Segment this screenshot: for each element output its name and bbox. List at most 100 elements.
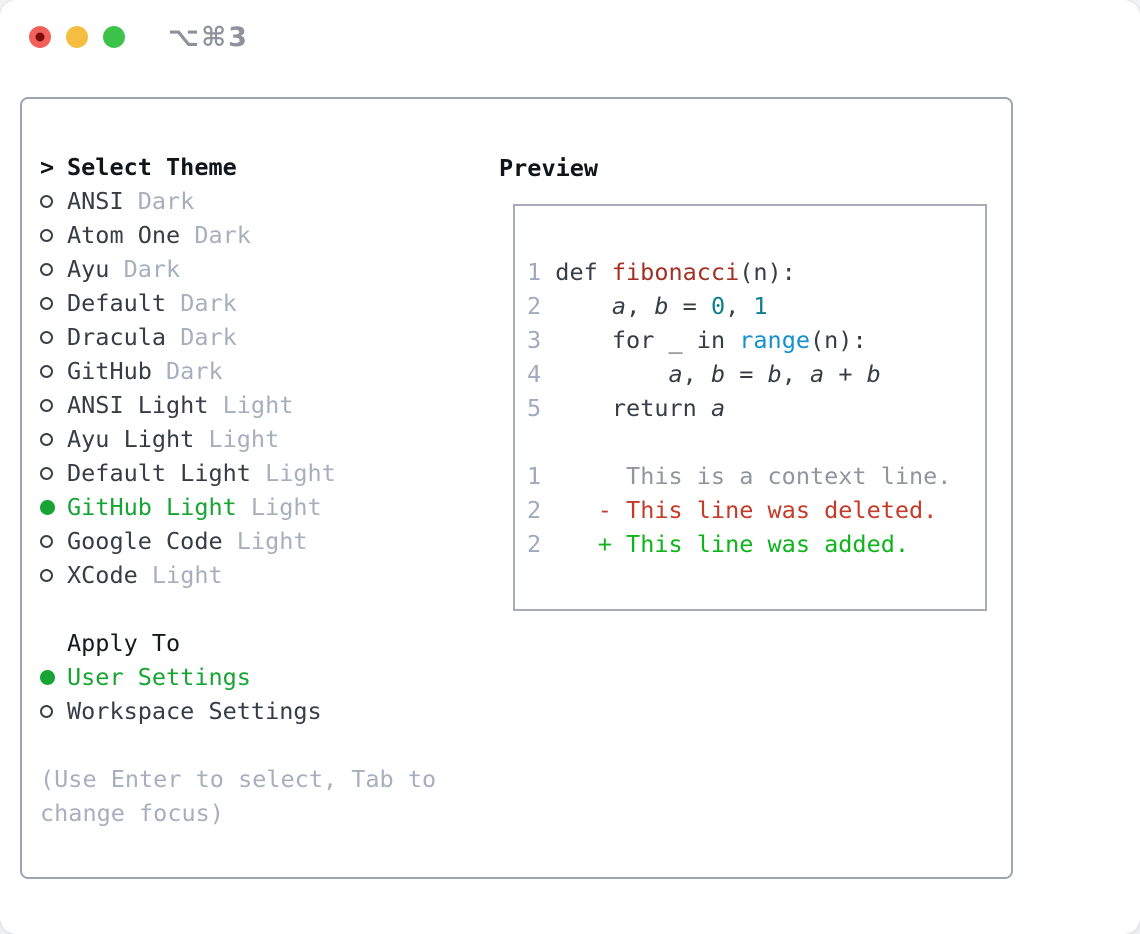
item-label: Ayu Light <box>67 425 195 453</box>
titlebar: ⌥⌘3 <box>0 0 1140 70</box>
theme-option-ansi-light[interactable]: ANSI Light Light <box>40 388 500 422</box>
item-variant-badge: Light <box>208 391 294 419</box>
item-variant-badge: Light <box>137 561 223 589</box>
code-segment-ln: 1 <box>527 258 556 286</box>
item-label: Ayu <box>67 255 110 283</box>
theme-option-ansi[interactable]: ANSI Dark <box>40 184 500 218</box>
spacer <box>40 728 500 762</box>
code-line: 4 a, b = b, a + b <box>527 357 985 391</box>
item-label: XCode <box>67 561 138 589</box>
theme-option-github[interactable]: GitHub Dark <box>40 354 500 388</box>
item-label: Google Code <box>67 527 223 555</box>
radio-unselected-icon <box>40 432 53 446</box>
code-segment-pl: + <box>824 360 867 388</box>
theme-option-dracula[interactable]: Dracula Dark <box>40 320 500 354</box>
item-label: GitHub Light <box>67 493 237 521</box>
theme-option-github-light[interactable]: GitHub Light Light <box>40 490 500 524</box>
code-line: 5 return a <box>527 391 985 425</box>
theme-option-atom-one[interactable]: Atom One Dark <box>40 218 500 252</box>
window-shortcut-label: ⌥⌘3 <box>168 22 249 53</box>
radio-unselected-icon <box>40 398 53 412</box>
code-segment-num: 1 <box>753 292 768 320</box>
radio-unselected-icon <box>40 296 53 310</box>
item-label: Default <box>67 289 167 317</box>
code-segment-pl <box>541 462 626 490</box>
radio-unselected-icon <box>40 466 53 480</box>
radio-unselected-icon <box>40 228 53 242</box>
item-variant-badge: Dark <box>166 323 237 351</box>
code-segment-ln: 2 <box>527 496 542 524</box>
code-segment-pl <box>541 292 612 320</box>
code-segment-id: a <box>611 292 627 320</box>
radio-selected-icon <box>40 669 55 685</box>
code-segment-pl <box>541 360 668 388</box>
item-label: Dracula <box>67 323 167 351</box>
code-segment-pl: def <box>555 258 612 286</box>
theme-option-default-light[interactable]: Default Light Light <box>40 456 500 490</box>
code-segment-bi: range <box>739 326 810 354</box>
radio-unselected-icon <box>40 330 53 344</box>
select-theme-heading: > Select Theme <box>40 150 500 184</box>
code-line: 2 + This line was added. <box>527 527 985 561</box>
item-label: GitHub <box>67 357 152 385</box>
theme-option-ayu-light[interactable]: Ayu Light Light <box>40 422 500 456</box>
theme-option-xcode[interactable]: XCode Light <box>40 558 500 592</box>
code-segment-id: a <box>668 360 683 388</box>
code-segment-ln: 2 <box>527 292 542 320</box>
code-segment-pl <box>541 326 612 354</box>
code-segment-pl <box>541 394 612 422</box>
item-variant-badge: Dark <box>151 357 223 385</box>
code-segment-pl: , <box>781 360 811 388</box>
code-segment-ln: 2 <box>527 530 542 558</box>
code-line: 1 def fibonacci(n): <box>527 255 985 289</box>
focus-caret-icon: > <box>40 153 55 181</box>
code-segment-ctx: This is a context line. <box>626 462 952 490</box>
code-segment-pl: for _ in <box>611 326 740 354</box>
code-segment-id: b <box>710 360 726 388</box>
item-variant-badge: Light <box>194 425 280 453</box>
code-segment-fn: fibonacci <box>611 258 740 286</box>
code-line <box>527 425 985 459</box>
zoom-button[interactable] <box>103 26 125 48</box>
radio-unselected-icon <box>40 568 53 582</box>
select-theme-title: Select Theme <box>67 153 237 181</box>
apply-option-workspace-settings[interactable]: Workspace Settings <box>40 694 500 728</box>
item-variant-badge: Light <box>250 459 336 487</box>
code-segment-ln: 4 <box>527 360 542 388</box>
item-variant-badge: Dark <box>180 221 251 249</box>
code-segment-pl <box>541 496 598 524</box>
code-segment-id: a <box>810 360 825 388</box>
code-line: 3 for _ in range(n): <box>527 323 985 357</box>
item-variant-badge: Light <box>222 527 308 555</box>
code-line: 1 This is a context line. <box>527 459 985 493</box>
radio-unselected-icon <box>40 194 53 208</box>
item-variant-badge: Dark <box>109 255 181 283</box>
hint-line: change focus) <box>40 799 224 827</box>
code-line: 2 - This line was deleted. <box>527 493 985 527</box>
code-segment-pl: (n): <box>739 258 796 286</box>
item-label: Default Light <box>67 459 251 487</box>
minimize-button[interactable] <box>66 26 88 48</box>
apply-option-user-settings[interactable]: User Settings <box>40 660 500 694</box>
theme-option-google-code[interactable]: Google Code Light <box>40 524 500 558</box>
item-variant-badge: Dark <box>123 187 195 215</box>
code-segment-id: b <box>866 360 881 388</box>
radio-unselected-icon <box>40 534 53 548</box>
code-segment-pl: = <box>668 292 711 320</box>
code-segment-id: a <box>710 394 726 422</box>
theme-option-ayu[interactable]: Ayu Dark <box>40 252 500 286</box>
code-segment-ln: 3 <box>527 326 542 354</box>
code-segment-ln: 1 <box>527 462 542 490</box>
code-segment-pl: , <box>682 360 711 388</box>
code-segment-pl: (n): <box>810 326 867 354</box>
theme-option-default[interactable]: Default Dark <box>40 286 500 320</box>
close-button[interactable] <box>29 26 51 48</box>
code-segment-pl: , <box>626 292 655 320</box>
code-segment-del: - This line was deleted. <box>597 496 938 524</box>
item-label: ANSI Light <box>67 391 209 419</box>
